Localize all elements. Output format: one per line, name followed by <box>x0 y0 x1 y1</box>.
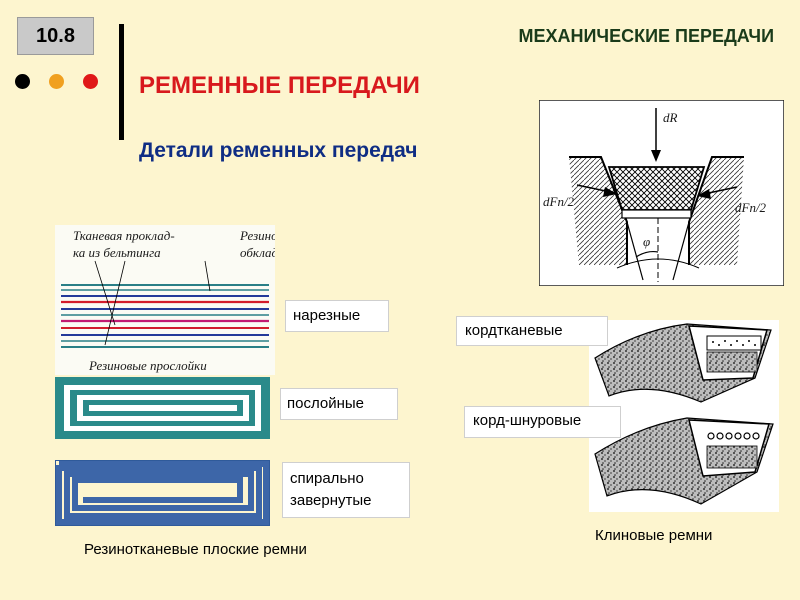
divider-bar <box>119 24 124 140</box>
slide-title: РЕМЕННЫЕ ПЕРЕДАЧИ <box>139 72 420 99</box>
fabric-label-1: Тканевая проклад- <box>73 228 175 243</box>
v-belts-caption: Клиновые ремни <box>595 527 713 544</box>
dr-label: dR <box>663 110 678 125</box>
flat-belt-layered-drawing <box>55 377 270 439</box>
rubber-label-1: Резиновые <box>239 228 275 243</box>
slide-number: 10.8 <box>17 17 94 55</box>
rubber-label-2: обкладки <box>240 245 275 260</box>
flat-belt-spiral-drawing <box>55 460 270 526</box>
dfn-left-label: dFn/2 <box>543 194 575 209</box>
orange-dot <box>49 74 64 89</box>
cut-belt-label: нарезные <box>285 300 389 332</box>
v-belt-force-diagram: dR dFn/2 dFn/2 φ <box>539 100 784 286</box>
red-dot <box>83 74 98 89</box>
black-dot <box>15 74 30 89</box>
layered-belt-label: послойные <box>280 388 398 420</box>
fabric-label-2: ка из бельтинга <box>73 245 161 260</box>
spiral-belt-label: спирально завернутые <box>282 462 410 518</box>
slide-header: МЕХАНИЧЕСКИЕ ПЕРЕДАЧИ <box>518 26 774 46</box>
spiral-label-line1: спирально <box>290 470 364 487</box>
dfn-right-label: dFn/2 <box>735 200 767 215</box>
slide-subtitle: Детали ременных передач <box>139 139 418 162</box>
cord-fabric-label: кордтканевые <box>456 316 608 346</box>
phi-label: φ <box>643 234 650 249</box>
cord-cord-label: корд-шнуровые <box>464 406 621 438</box>
interlayer-label: Резиновые прослойки <box>88 358 207 373</box>
spiral-label-line2: завернутые <box>290 492 372 509</box>
flat-belts-caption: Резинотканевые плоские ремни <box>84 541 307 558</box>
